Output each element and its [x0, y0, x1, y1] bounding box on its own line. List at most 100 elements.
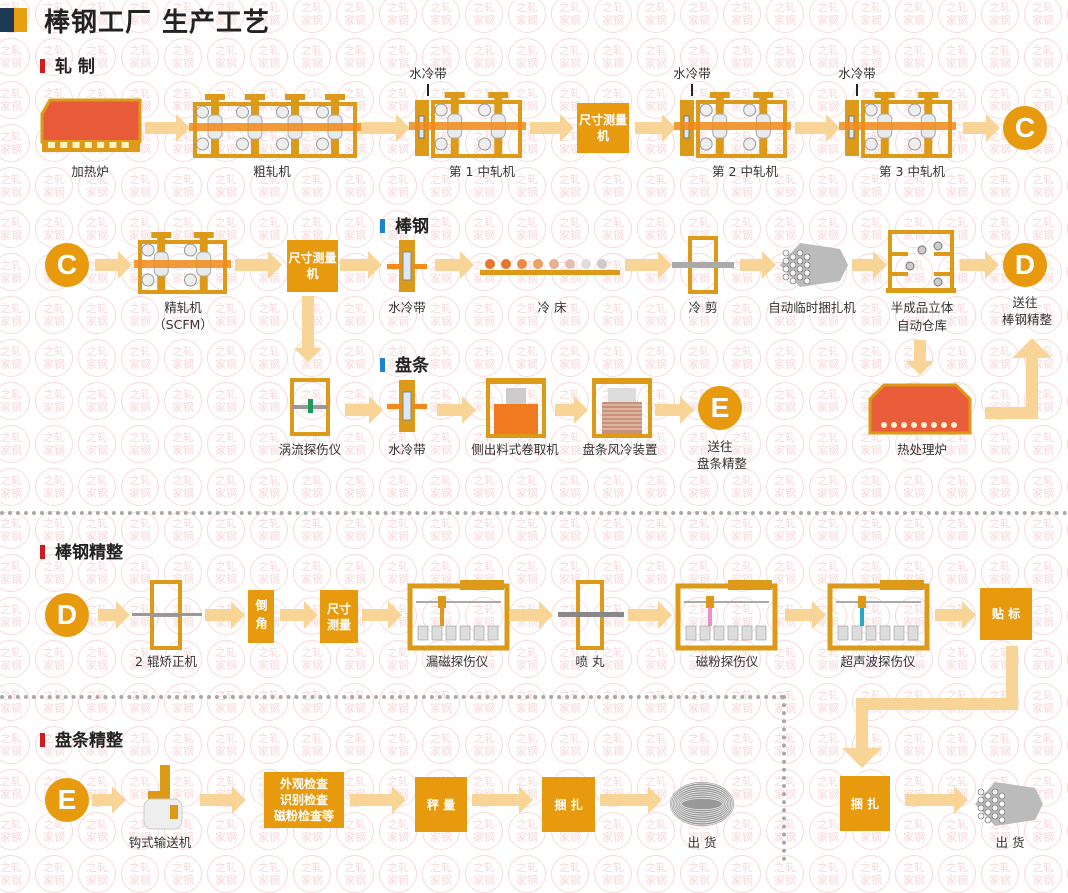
label-water-cooling: 水冷带	[388, 300, 426, 315]
label-box: 贴 标	[980, 588, 1032, 640]
flow-arrow	[345, 396, 383, 424]
divider	[782, 695, 786, 861]
section-rolling: 轧 制	[40, 52, 95, 77]
eddy-current-icon	[290, 378, 330, 436]
connector-d: D	[1003, 243, 1047, 287]
connector-e: E	[698, 386, 742, 430]
inspection-box: 外观检查 识别检查 磁粉检查等	[264, 772, 344, 828]
label-warehouse: 半成品立体	[890, 300, 954, 315]
inspect-visual: 外观检查	[279, 777, 328, 791]
cooling-bed-icon	[480, 259, 620, 275]
air-cooling-icon	[592, 378, 652, 438]
divider	[0, 695, 785, 699]
label-mfl: 漏磁探伤仪	[425, 654, 489, 669]
label-air-cooling: 盘条风冷装置	[582, 442, 658, 457]
label-cooling-bed: 冷 床	[537, 300, 567, 315]
bar-stock	[558, 612, 624, 617]
section-coil: 盘条	[380, 351, 429, 376]
flow-arrow	[963, 114, 1000, 142]
mpi-tester-icon	[675, 580, 778, 651]
label-finishing-mill-sub: （SCFM）	[153, 317, 213, 332]
label-water-cooling: 水冷带	[409, 66, 447, 81]
bar-stock	[672, 262, 734, 268]
wire-coil-icon	[670, 782, 734, 826]
warehouse-icon	[886, 230, 956, 293]
flow-arrow	[655, 396, 694, 424]
inspect-mpi: 磁粉检查等	[273, 809, 334, 823]
equipment-icons	[40, 92, 1043, 830]
size-gauge-box: 尺寸测量	[320, 590, 358, 643]
label-eddy: 涡流探伤仪	[278, 442, 342, 457]
label-ship: 出 货	[687, 835, 717, 850]
bundle-box: 捆 扎	[542, 777, 595, 832]
flow-arrow	[785, 601, 826, 629]
connector-c: C	[45, 243, 89, 287]
label-ship: 出 货	[995, 835, 1025, 850]
title-mark-accent	[14, 8, 27, 32]
flow-arrow	[635, 114, 676, 142]
flow-arrow	[472, 786, 533, 814]
chamfer-box: 倒角	[248, 590, 274, 643]
pointer-tick	[856, 84, 858, 96]
finishing-mill-icon	[134, 232, 231, 294]
flow-arrow	[200, 786, 246, 814]
label-bundler: 自动临时捆扎机	[768, 300, 856, 315]
section-bar-finishing: 棒钢精整	[40, 538, 123, 563]
section-coil-finishing: 盘条精整	[40, 726, 123, 751]
label-water-cooling: 水冷带	[673, 66, 711, 81]
connector-d: D	[45, 593, 89, 637]
flow-arrow	[935, 601, 976, 629]
flow-arrow	[740, 251, 776, 279]
label-mid-mill-2: 第 2 中轧机	[712, 164, 778, 179]
label-mpi: 磁粉探伤仪	[695, 654, 759, 669]
flow-arrow	[435, 251, 474, 279]
label-mid-mill-3: 第 3 中轧机	[879, 164, 945, 179]
bundle-icon	[780, 243, 848, 287]
heating-furnace-icon	[40, 98, 142, 152]
flow-arrow	[795, 114, 840, 142]
ut-tester-icon	[827, 580, 930, 651]
flow-arrow	[625, 251, 672, 279]
flow-arrow	[960, 251, 999, 279]
mid-mill-1-icon	[409, 92, 526, 158]
bundle-box: 捆 扎	[840, 776, 890, 831]
label-coiler: 侧出料式卷取机	[471, 442, 559, 457]
label-mid-mill-1: 第 1 中轧机	[449, 164, 515, 179]
mfl-tester-icon	[407, 580, 510, 651]
page-title: 棒钢工厂 生产工艺	[44, 8, 271, 38]
connector-e: E	[45, 778, 89, 822]
flow-arrow	[852, 251, 887, 279]
flow-arrow	[905, 786, 968, 814]
label-send-to: 送往	[1012, 295, 1038, 310]
flow-arrow	[362, 601, 402, 629]
flow-arrow	[294, 296, 322, 362]
flow-arrow	[280, 601, 318, 629]
bar-bundle-icon	[975, 782, 1043, 826]
label-hook: 钩式输送机	[128, 835, 192, 850]
flow-arrow	[98, 601, 130, 629]
label-water-cooling: 水冷带	[838, 66, 876, 81]
mid-mill-2-icon	[674, 92, 791, 158]
flow-arrow	[340, 251, 382, 279]
section-bar: 棒钢	[380, 212, 429, 237]
pointer-tick	[691, 84, 693, 96]
flow-arrow	[530, 114, 574, 142]
mid-mill-3-icon	[839, 92, 956, 158]
flow-arrow	[628, 601, 672, 629]
label-rough-mill: 粗轧机	[253, 164, 291, 179]
bar-stock	[132, 613, 202, 616]
connector-c: C	[1003, 106, 1047, 150]
label-water-cooling: 水冷带	[388, 442, 426, 457]
flow-arrow	[205, 601, 245, 629]
coiler-icon	[486, 378, 546, 438]
weigh-box: 秤 量	[415, 777, 467, 832]
inspect-id: 识别检查	[279, 793, 328, 807]
flow-arrow	[360, 114, 410, 142]
flow-arrow	[235, 251, 282, 279]
flow-arrow	[95, 251, 132, 279]
label-ut: 超声波探伤仪	[840, 654, 916, 669]
label-furnace: 加热炉	[71, 164, 109, 179]
divider	[0, 511, 1068, 515]
hook-conveyor-icon	[143, 765, 183, 830]
title-mark	[0, 8, 14, 32]
